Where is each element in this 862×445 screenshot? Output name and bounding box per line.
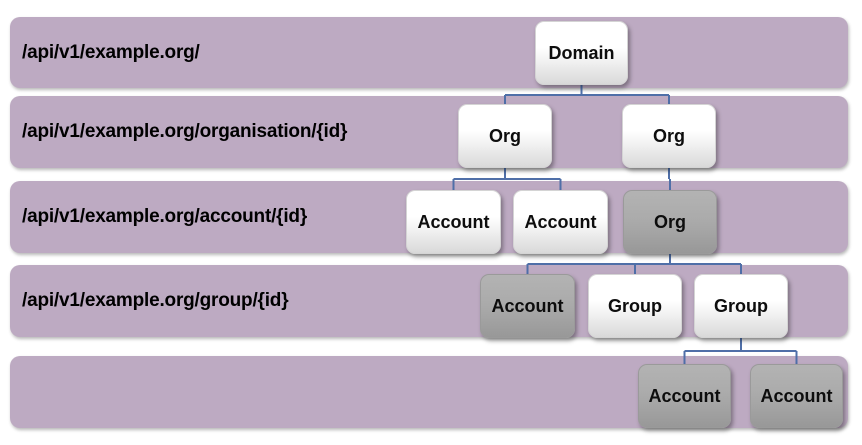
tree-node-label: Group [714,295,768,316]
tree-node-label: Account [760,385,833,406]
endpoint-path-label: /api/v1/example.org/group/{id} [22,290,289,311]
tree-node-account-a[interactable]: Account [406,190,501,254]
tree-node-group-a[interactable]: Group [588,274,682,338]
endpoint-band: /api/v1/example.org/ [10,17,848,88]
endpoint-path-label: /api/v1/example.org/account/{id} [22,206,308,227]
tree-node-label: Account [648,385,721,406]
tree-node-org-c[interactable]: Org [623,190,717,254]
tree-node-label: Org [488,125,521,146]
tree-node-label: Account [491,295,564,316]
tree-node-account-d[interactable]: Account [638,364,731,428]
tree-node-label: Account [417,211,490,232]
tree-node-account-b[interactable]: Account [513,190,608,254]
endpoint-path-label: /api/v1/example.org/ [22,41,200,63]
tree-node-group-b[interactable]: Group [694,274,788,338]
tree-node-label: Org [652,125,685,146]
tree-node-label: Org [653,211,686,232]
tree-node-account-e[interactable]: Account [750,364,843,428]
tree-node-account-c[interactable]: Account [480,274,575,338]
tree-node-label: Account [524,211,597,232]
tree-node-org-a[interactable]: Org [458,104,552,168]
endpoint-path-label: /api/v1/example.org/organisation/{id} [22,121,348,142]
tree-node-label: Domain [548,42,615,63]
tree-node-org-b[interactable]: Org [622,104,716,168]
tree-node-domain[interactable]: Domain [535,21,628,85]
tree-node-label: Group [608,295,662,316]
